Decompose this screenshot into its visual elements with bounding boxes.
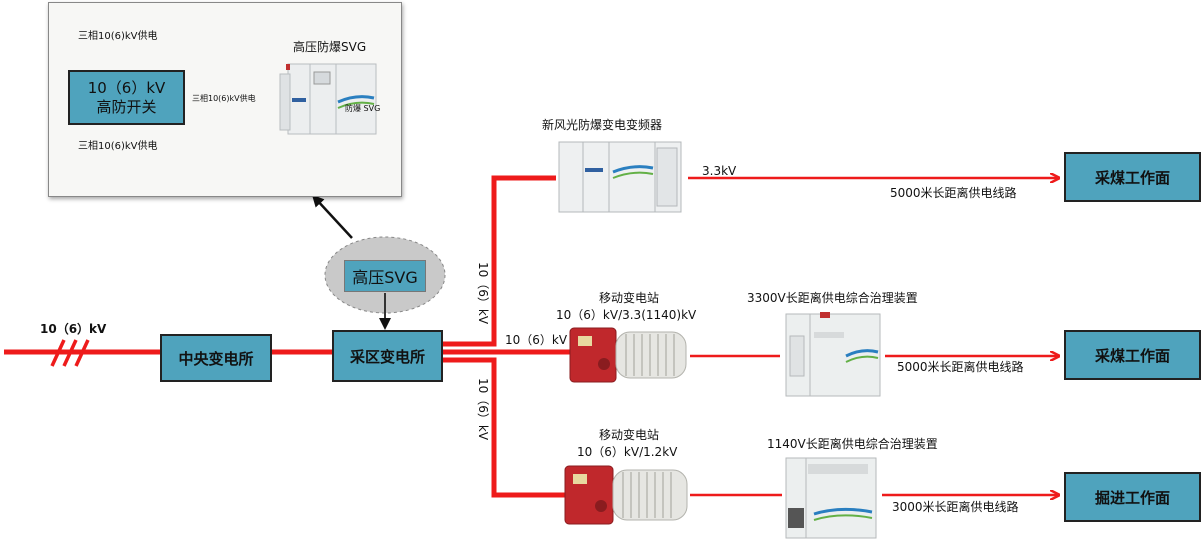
inverter-output-voltage: 3.3kV	[702, 164, 737, 178]
branch-mid-voltage-label: 10（6）kV	[505, 333, 568, 347]
three-phase-slash-marks	[50, 339, 90, 367]
mobile-b-device-title: 1140V长距离供电综合治理装置	[767, 437, 938, 451]
inset-mid-supply-label: 三相10(6)kV供电	[192, 94, 256, 103]
svg-cabinet-image	[278, 58, 380, 136]
mobile-a-title: 移动变电站	[599, 291, 660, 305]
mobile-b-title: 移动变电站	[599, 428, 660, 442]
switch-name-text: 高防开关	[96, 97, 157, 116]
main-feeder-lines	[4, 175, 570, 498]
inset-bottom-supply-label: 三相10(6)kV供电	[78, 141, 158, 152]
mobile-b-spec: 10（6）kV/1.2kV	[577, 445, 678, 459]
inverter-cabinet-image	[555, 138, 685, 216]
mobile-a-device-image	[780, 310, 885, 398]
inverter-line-label: 5000米长距离供电线路	[890, 186, 1017, 200]
district-substation-box: 采区变电所	[332, 330, 443, 382]
bubble-pointer-arrow	[311, 194, 353, 239]
high-voltage-switch-box: 10（6）kV 高防开关	[68, 70, 185, 125]
output-feeder-lines	[688, 178, 1058, 495]
svg-bubble-label: 高压SVG	[344, 260, 426, 292]
mobile-b-line-label: 3000米长距离供电线路	[892, 500, 1019, 514]
svg-cabinet-badge: 防爆 SVG	[345, 104, 381, 113]
inset-top-supply-label: 三相10(6)kV供电	[78, 31, 158, 42]
branch-bottom-voltage-label: 10（6）kV	[476, 378, 490, 441]
mobile-substation-a-image	[568, 322, 690, 388]
inverter-title: 新风光防爆变电变频器	[542, 118, 663, 132]
coal-mining-face-top-box: 采煤工作面	[1064, 152, 1201, 202]
mobile-a-line-label: 5000米长距离供电线路	[897, 360, 1024, 374]
svg-device-title: 高压防爆SVG	[293, 40, 367, 54]
mobile-a-device-title: 3300V长距离供电综合治理装置	[747, 291, 918, 305]
mobile-b-device-image	[780, 456, 882, 540]
input-voltage-label: 10（6）kV	[40, 322, 107, 336]
branch-top-voltage-label: 10（6）kV	[476, 262, 490, 325]
tunneling-face-box: 掘进工作面	[1064, 472, 1201, 522]
mobile-a-spec: 10（6）kV/3.3(1140)kV	[556, 308, 697, 322]
switch-voltage-text: 10（6）kV	[87, 78, 166, 97]
central-substation-box: 中央变电所	[160, 334, 272, 382]
coal-mining-face-mid-box: 采煤工作面	[1064, 330, 1201, 380]
mobile-substation-b-image	[563, 460, 691, 530]
